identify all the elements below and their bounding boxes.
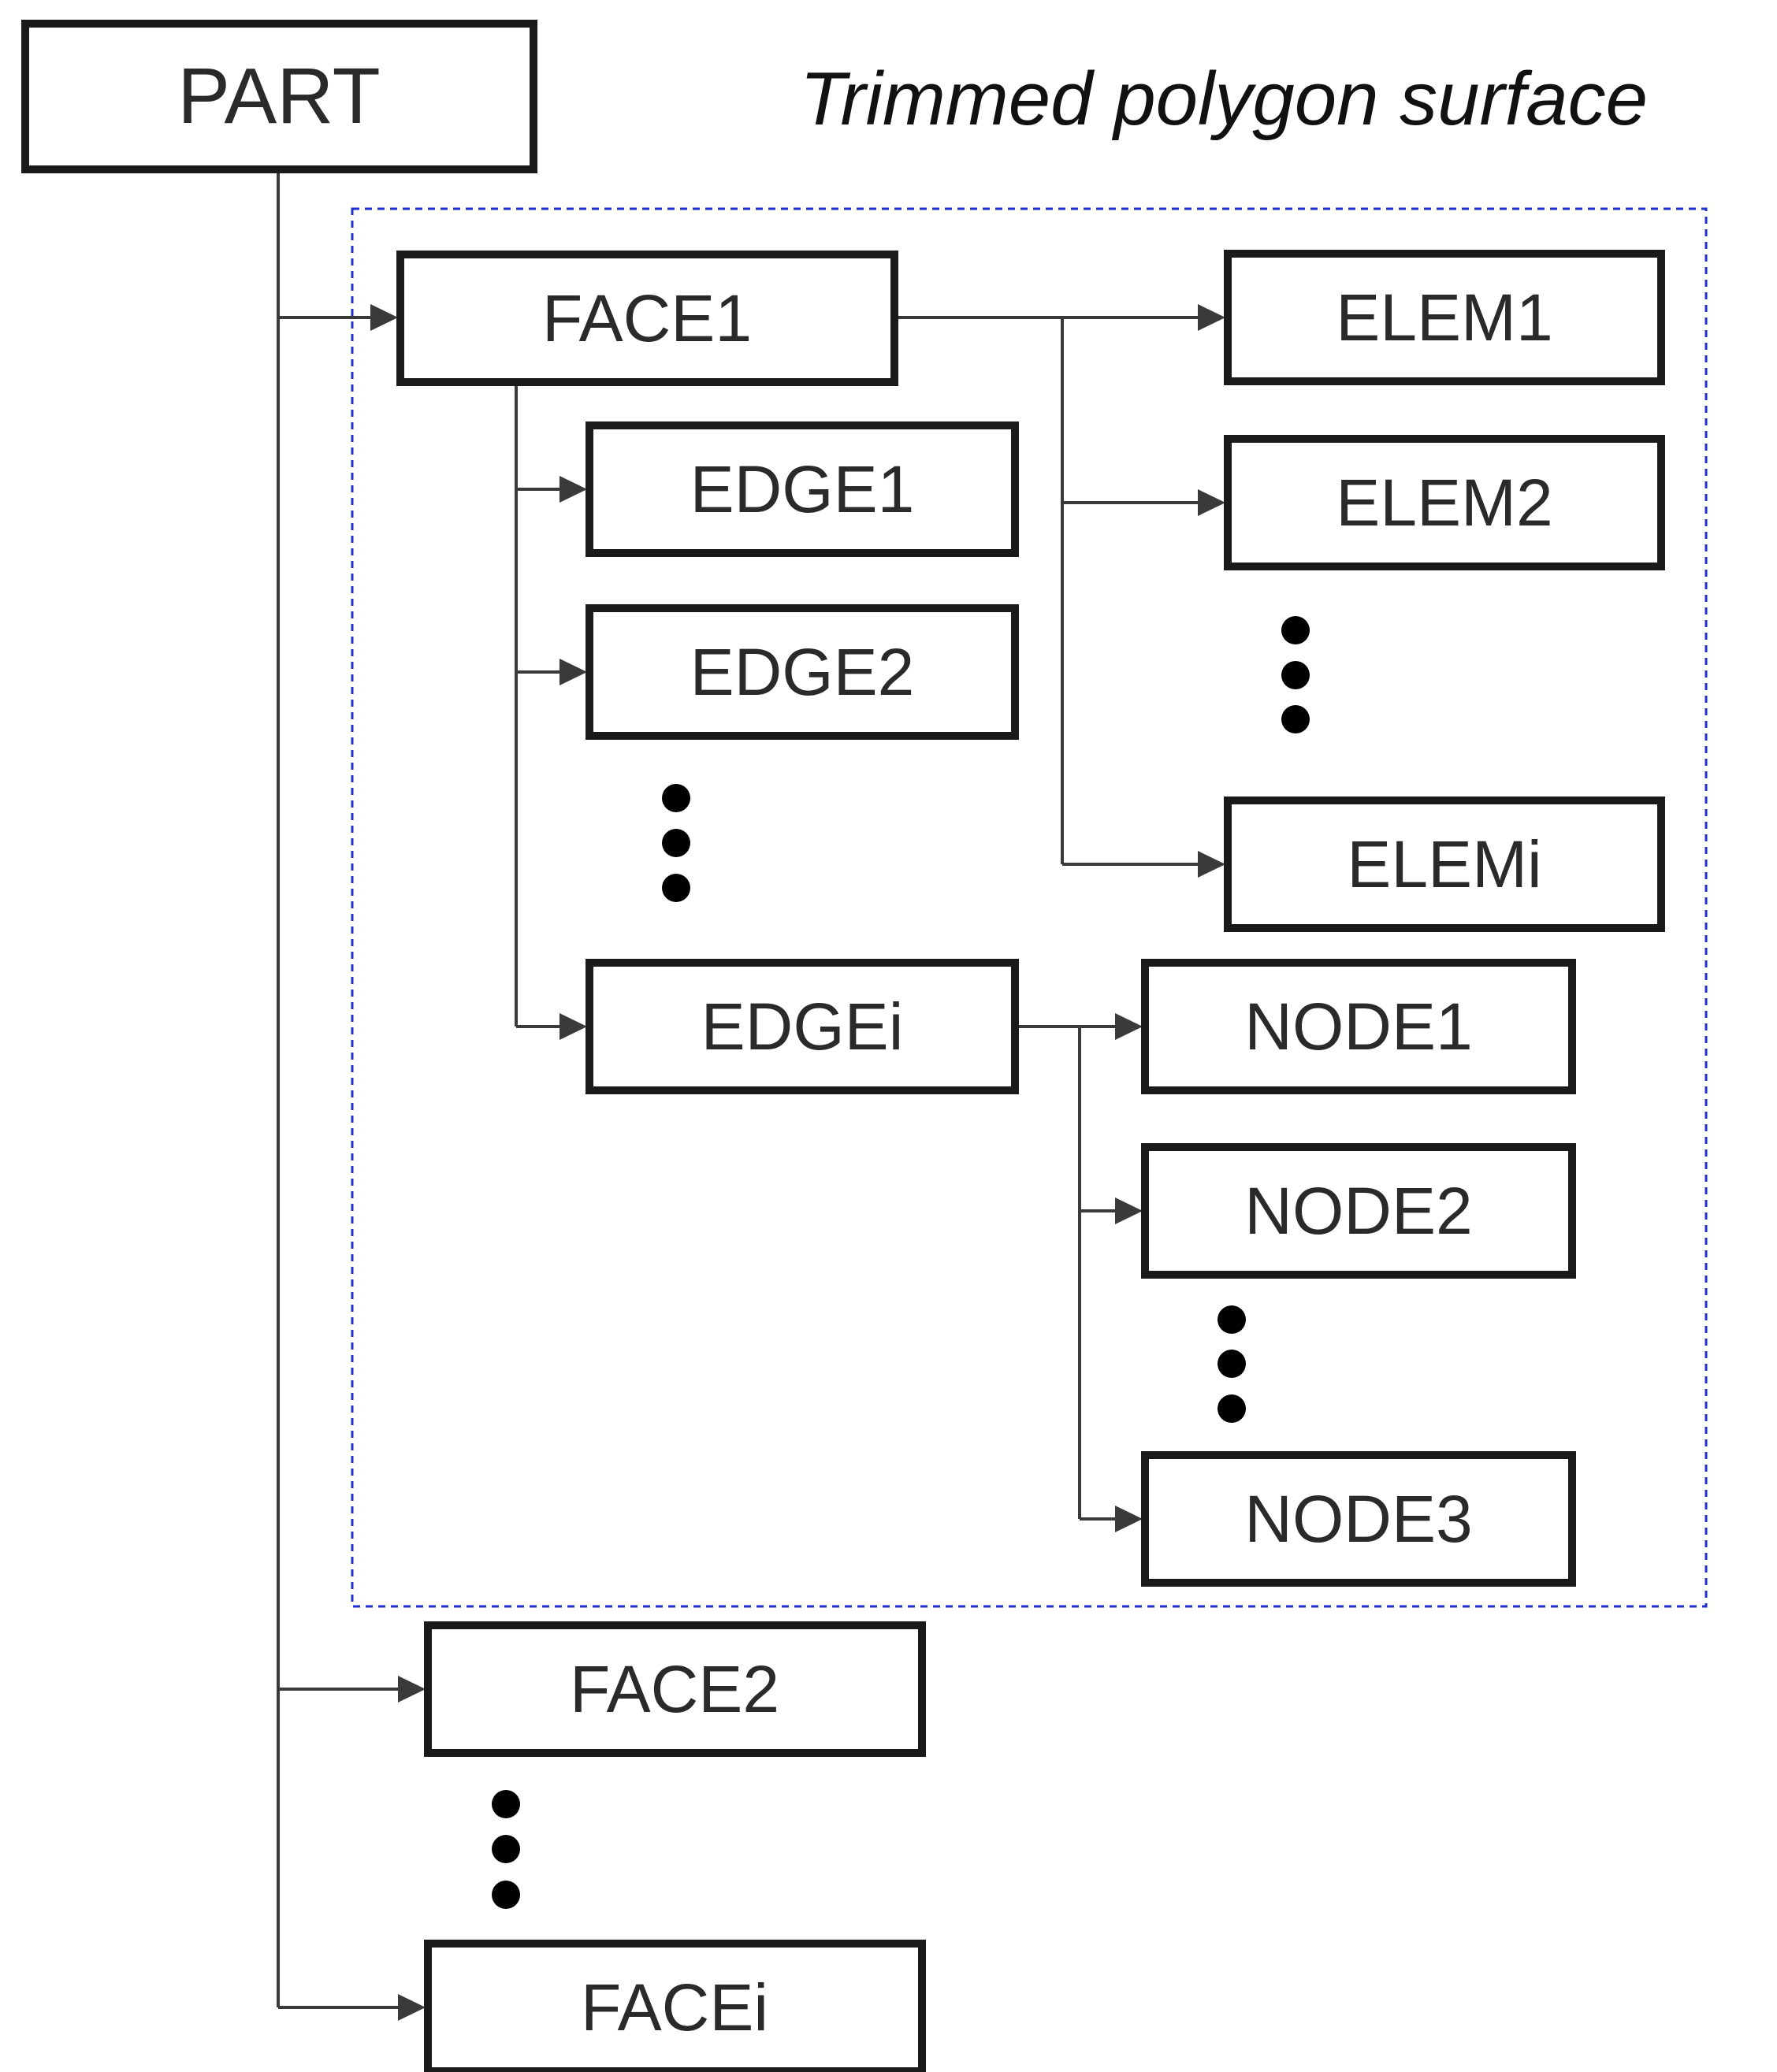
- node-node2-label: NODE2: [1244, 1174, 1472, 1248]
- face1-to-elemi-arrow: [1198, 851, 1225, 878]
- node-node2: NODE2: [1141, 1143, 1576, 1279]
- edgei-to-node3-arrow: [1115, 1506, 1143, 1532]
- node-face2: FACE2: [424, 1621, 926, 1757]
- node-node3: NODE3: [1141, 1451, 1576, 1587]
- part-to-face2-arrow: [398, 1676, 426, 1703]
- node-edge1: EDGE1: [586, 421, 1019, 557]
- node-elem2-label: ELEM2: [1336, 466, 1552, 540]
- node-edgei-label: EDGEi: [701, 990, 904, 1064]
- node-face1: FACE1: [396, 251, 898, 386]
- part-to-facei-arrow: [398, 1994, 426, 2021]
- node-face1-label: FACE1: [542, 281, 752, 355]
- node-part-label: PART: [177, 52, 380, 140]
- node-facei: FACEi: [424, 1940, 926, 2072]
- edges-continuation-dots: [662, 784, 690, 902]
- node-edge2: EDGE2: [586, 604, 1019, 740]
- node-edge1-label: EDGE1: [690, 452, 915, 526]
- nodes-continuation-dots: [1218, 1305, 1246, 1423]
- node-elem1: ELEM1: [1224, 250, 1665, 385]
- node-facei-label: FACEi: [581, 1970, 768, 2044]
- face1-to-elem1-arrow: [1198, 304, 1225, 331]
- elems-continuation-dots: [1281, 616, 1310, 733]
- region-label: Trimmed polygon surface: [800, 57, 1648, 141]
- node-edgei: EDGEi: [586, 959, 1019, 1094]
- node-node1: NODE1: [1141, 959, 1576, 1094]
- part-to-face1-arrow: [370, 304, 398, 331]
- face1-to-edge1-arrow: [559, 476, 587, 503]
- face1-to-edge2-arrow: [559, 659, 587, 685]
- faces-continuation-dots: [492, 1790, 520, 1909]
- node-part: PART: [21, 20, 537, 173]
- face1-to-edgei-arrow: [559, 1013, 587, 1040]
- node-edge2-label: EDGE2: [690, 635, 915, 709]
- node-face2-label: FACE2: [570, 1652, 779, 1726]
- trimmed-surface-region: [351, 207, 1708, 1608]
- node-elemi: ELEMi: [1224, 796, 1665, 932]
- node-node3-label: NODE3: [1244, 1482, 1472, 1556]
- edgei-to-node1-arrow: [1115, 1013, 1143, 1040]
- connectors: [277, 169, 1225, 2021]
- node-elemi-label: ELEMi: [1347, 827, 1541, 901]
- node-node1-label: NODE1: [1244, 990, 1472, 1064]
- edgei-to-node2-arrow: [1115, 1198, 1143, 1224]
- node-elem1-label: ELEM1: [1336, 280, 1552, 355]
- node-elem2: ELEM2: [1224, 435, 1665, 570]
- face1-to-elem2-arrow: [1198, 489, 1225, 516]
